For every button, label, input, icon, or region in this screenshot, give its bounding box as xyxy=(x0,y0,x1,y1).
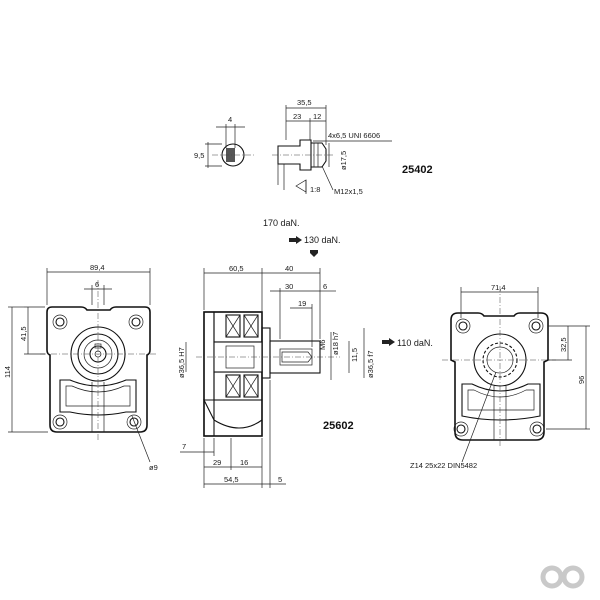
dim-40: 40 xyxy=(285,264,293,273)
part-code-25402: 25402 xyxy=(402,164,433,176)
dim-width-71-4: 71,4 xyxy=(491,283,506,292)
bolt-hole xyxy=(55,317,65,327)
label-spline-spec: Z14 25x22 DIN5482 xyxy=(410,461,477,470)
bolt-hole xyxy=(129,417,139,427)
dim-19: 19 xyxy=(298,299,306,308)
bolt-hole xyxy=(456,424,466,434)
dim-seg-23: 23 xyxy=(293,112,301,121)
dim-11-5: 11,5 xyxy=(350,348,359,362)
dim-60-5: 60,5 xyxy=(229,264,244,273)
dim-hole-dia: ø9 xyxy=(149,463,158,472)
dim-total-length: 35,5 xyxy=(297,98,312,107)
dim-6: 6 xyxy=(323,282,327,291)
load-radial: 170 daN. xyxy=(263,218,300,228)
load-axial-top: 130 daN. xyxy=(304,235,341,245)
load-axial-side: 110 daN. xyxy=(397,338,433,348)
dim-height-32-5: 32,5 xyxy=(559,337,568,352)
dim-key-depth: 9,5 xyxy=(194,151,204,160)
dim-36-5-f7: ø36,5 f7 xyxy=(366,350,375,378)
bolt-hole xyxy=(131,317,141,327)
shaft-detail: 4 9,5 35,5 23 12 4x6,5 UNI 6606 ø17,5 1:… xyxy=(194,98,433,196)
label-thread: M12x1,5 xyxy=(334,187,363,196)
front-view-right: 71,4 32,5 96 Z14 25x22 DIN5482 xyxy=(410,283,590,470)
part-code-25602: 25602 xyxy=(323,420,354,432)
dim-height-96: 96 xyxy=(577,376,586,384)
dim-16: 16 xyxy=(240,458,248,467)
label-taper: 1:8 xyxy=(310,185,320,194)
shaft-key-section xyxy=(221,143,245,167)
bolt-hole xyxy=(55,417,65,427)
dim-29: 29 xyxy=(213,458,221,467)
dim-height-114: 114 xyxy=(3,366,12,378)
dim-seg-12: 12 xyxy=(313,112,321,121)
dim-7: 7 xyxy=(182,442,186,451)
dim-shaft-dia: ø17,5 xyxy=(339,151,348,170)
dim-offset-6: 6 xyxy=(95,280,99,289)
dim-m6: M6 xyxy=(318,340,327,350)
dim-height-41-5: 41,5 xyxy=(19,326,28,341)
dim-key-width: 4 xyxy=(228,115,232,124)
bolt-hole xyxy=(458,321,468,331)
front-view-left: 89,4 6 41,5 114 ø9 xyxy=(3,263,158,472)
dim-5: 5 xyxy=(278,475,282,484)
dim-width-89-4: 89,4 xyxy=(90,263,105,272)
dim-54-5: 54,5 xyxy=(224,475,239,484)
label-key-spec: 4x6,5 UNI 6606 xyxy=(328,131,380,140)
bolt-hole xyxy=(532,424,542,434)
load-annotations: 170 daN. 130 daN. 110 daN. xyxy=(263,218,433,348)
dim-18h7: ø18 h7 xyxy=(331,332,340,355)
dim-30: 30 xyxy=(285,282,293,291)
bolt-hole xyxy=(531,321,541,331)
double-ring-logo-icon xyxy=(540,565,585,589)
dim-36-5-H7: ø36,5 H7 xyxy=(177,347,186,378)
side-section-view: 60,5 40 30 6 19 M6 ø18 h7 11,5 ø36,5 f7 … xyxy=(177,264,375,488)
